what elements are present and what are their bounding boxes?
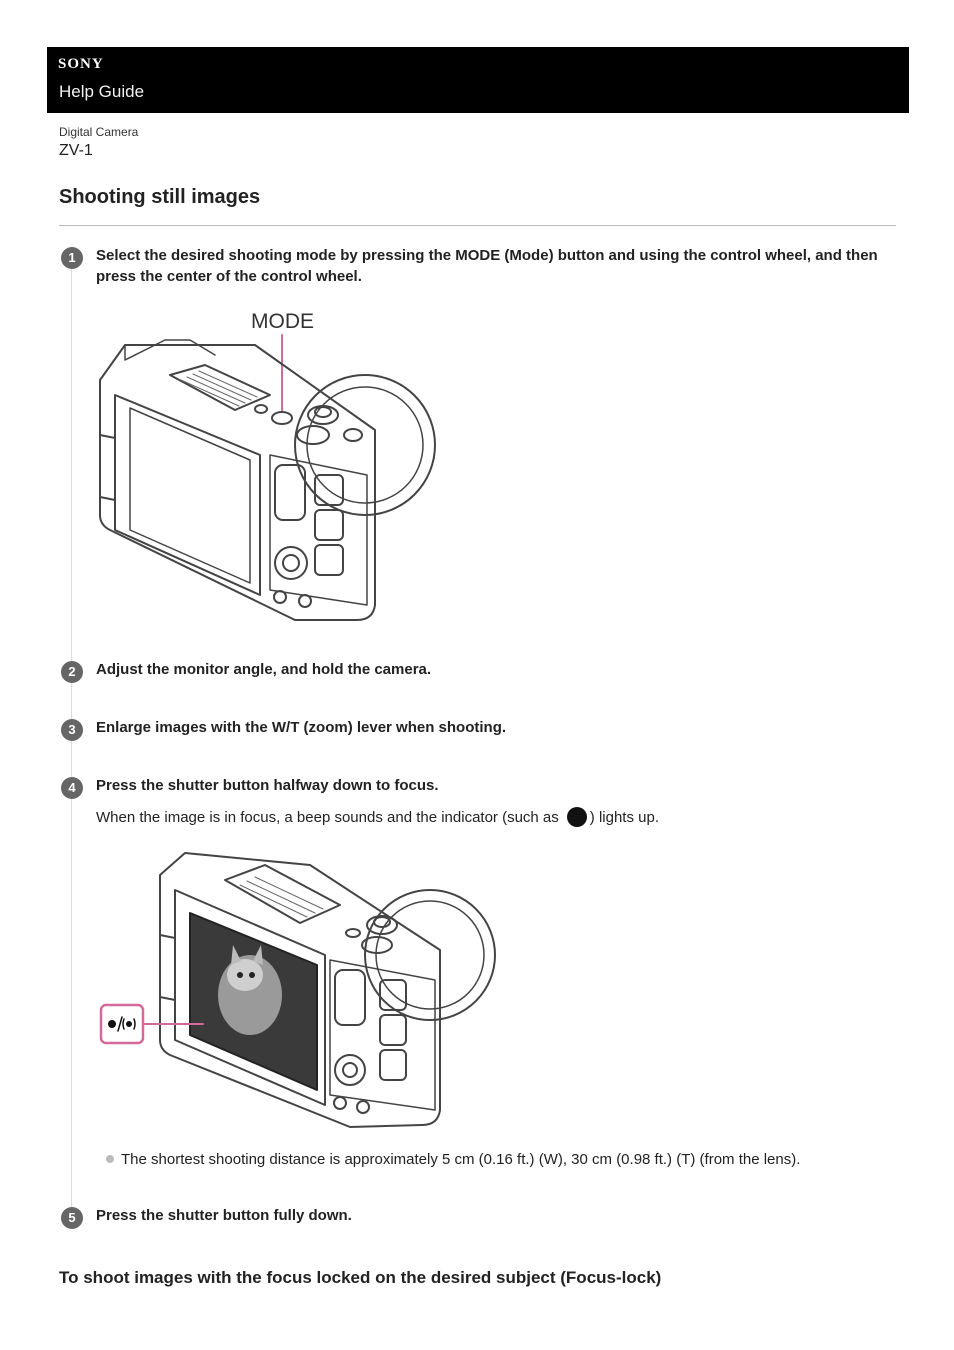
step-3-badge: 3 xyxy=(61,719,83,741)
focus-lock-heading: To shoot images with the focus locked on… xyxy=(59,1268,662,1287)
lens-ring xyxy=(294,374,436,516)
step-2-badge: 2 xyxy=(61,661,83,683)
step-3-text: Enlarge images with the W/T (zoom) lever… xyxy=(96,719,507,736)
step-4-badge: 4 xyxy=(61,777,83,799)
site-header: SONY Help Guide xyxy=(47,47,909,113)
focus-indicator-note: When the image is in focus, a beep sound… xyxy=(96,807,659,828)
page-title: Shooting still images xyxy=(59,186,261,208)
mode-button xyxy=(271,411,293,425)
shooting-distance-note: The shortest shooting distance is approx… xyxy=(106,1149,800,1170)
shooting-distance-text: The shortest shooting distance is approx… xyxy=(121,1151,801,1168)
step-1-badge: 1 xyxy=(61,247,83,269)
step-5-text: Press the shutter button fully down. xyxy=(96,1207,352,1224)
focus-note-after: ) lights up. xyxy=(589,809,659,826)
focus-note-before: When the image is in focus, a beep sound… xyxy=(96,809,559,826)
breadcrumb-category: Digital Camera xyxy=(59,125,139,139)
mode-callout-label: MODE xyxy=(251,310,314,333)
monitor-frame xyxy=(114,394,261,596)
camera-focus-indicator-illustration xyxy=(99,852,496,1128)
title-divider xyxy=(59,225,896,226)
camera-mode-button-illustration: MODE xyxy=(99,310,436,621)
lens-inner xyxy=(306,386,424,504)
lens-ring xyxy=(364,889,496,1021)
bullet-icon xyxy=(106,1155,114,1163)
monitor-screen xyxy=(129,407,251,584)
hot-shoe xyxy=(224,864,341,924)
step-2-text: Adjust the monitor angle, and hold the c… xyxy=(96,661,432,678)
camera-body xyxy=(99,344,376,621)
sony-logo: SONY xyxy=(58,56,104,72)
hot-shoe xyxy=(169,364,271,411)
focus-indicator-callout xyxy=(99,1003,145,1045)
breadcrumb-model: ZV-1 xyxy=(59,142,93,159)
focus-indicator-icon xyxy=(566,807,587,827)
camera-body xyxy=(159,852,441,1128)
step-1-text: Select the desired shooting mode by pres… xyxy=(96,247,878,285)
help-guide-title: Help Guide xyxy=(59,82,145,101)
step-4-text: Press the shutter button halfway down to… xyxy=(96,777,439,794)
step-5-badge: 5 xyxy=(61,1207,83,1229)
steps-timeline-line xyxy=(71,262,72,1220)
